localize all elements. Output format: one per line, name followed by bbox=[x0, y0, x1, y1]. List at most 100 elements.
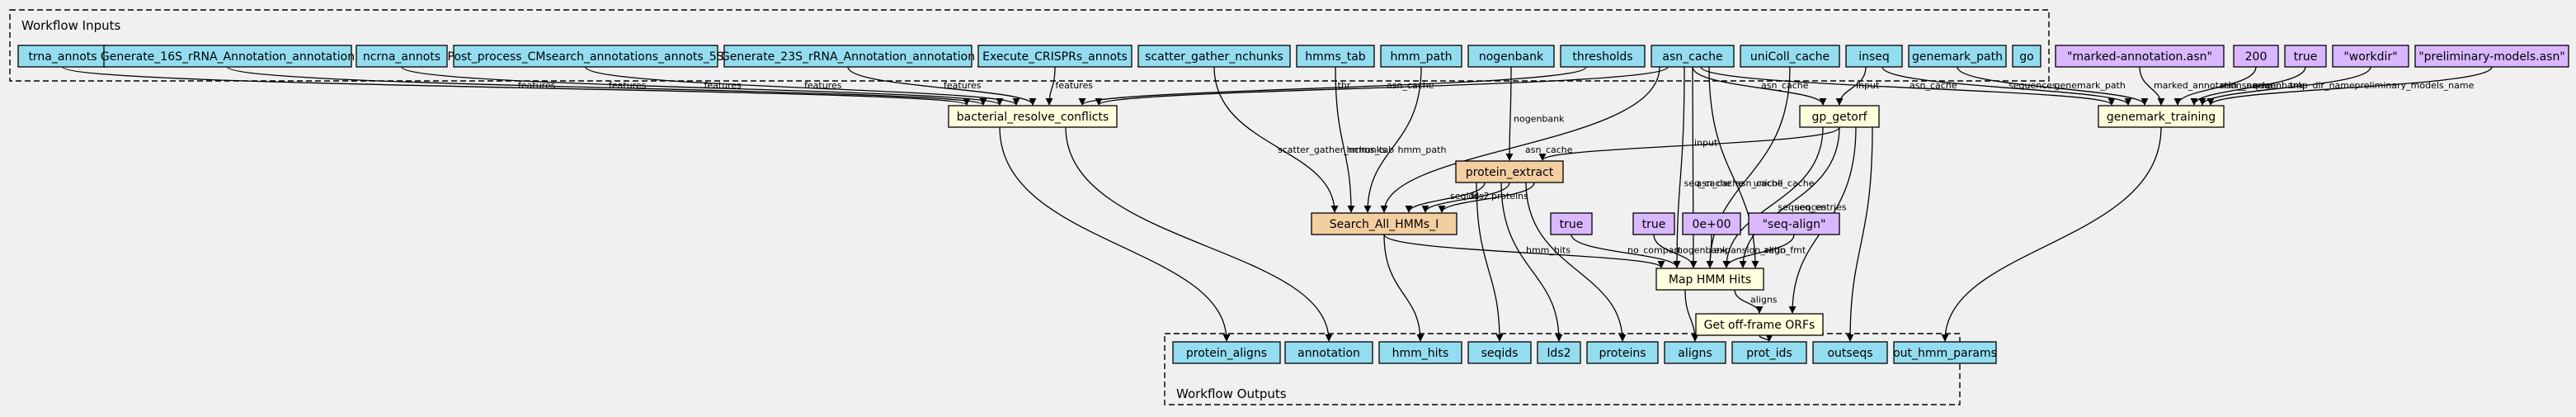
edge-label-input: input bbox=[1856, 80, 1880, 91]
node-out-aligns[interactable]: aligns bbox=[1664, 341, 1726, 364]
edge-asn_cache-to-search_hmms bbox=[1380, 66, 1660, 213]
node-out-lds2[interactable]: lds2 bbox=[1537, 341, 1581, 364]
edge-label-input: input bbox=[1694, 138, 1718, 149]
edge-gp_getorf-to-protein_extract bbox=[1538, 126, 1840, 161]
node-label: aligns bbox=[1678, 347, 1712, 360]
edge-label-sequences: sequences bbox=[2009, 80, 2057, 91]
node-protein-extract[interactable]: protein_extract bbox=[1455, 160, 1564, 183]
node-out-outseqs[interactable]: outseqs bbox=[1812, 341, 1888, 364]
edge-genemark_training-to-out_out_hmm_params bbox=[1941, 126, 2162, 342]
node-unicoll-cache[interactable]: uniColl_cache bbox=[1740, 45, 1840, 68]
node-gen16s[interactable]: Generate_16S_rRNA_Annotation_annotation bbox=[101, 45, 355, 68]
edge-label-features: features bbox=[944, 80, 982, 91]
node-out-proteins[interactable]: proteins bbox=[1586, 341, 1659, 364]
node-box bbox=[2098, 105, 2225, 128]
edge-trna_annots-to-brc bbox=[62, 66, 971, 106]
node-label: ncrna_annots bbox=[363, 50, 440, 64]
edge-protein_extract-to-out_seqids bbox=[1476, 182, 1504, 342]
node-sg-nchunks[interactable]: scatter_gather_nchunks bbox=[1137, 45, 1291, 68]
node-trna-annots[interactable]: trna_annots bbox=[17, 45, 108, 68]
node-lit-true3[interactable]: true bbox=[1632, 212, 1675, 235]
workflow-outputs-cluster: Workflow Outputs bbox=[1164, 333, 1961, 405]
edge-asn_cache-to-gp_getorf bbox=[1692, 66, 1827, 106]
node-go[interactable]: go bbox=[2012, 45, 2041, 68]
node-lit-200[interactable]: 200 bbox=[2233, 45, 2279, 68]
edge-label-asn_cache: asn_cache bbox=[1525, 145, 1573, 155]
node-hmms-tab[interactable]: hmms_tab bbox=[1296, 45, 1375, 68]
node-box bbox=[1380, 45, 1462, 68]
node-label: proteins bbox=[1599, 347, 1646, 360]
edge-label-seqids: seqids bbox=[1450, 191, 1480, 201]
workflow-inputs-label: Workflow Inputs bbox=[21, 18, 120, 33]
edge-label-aligns: aligns bbox=[1750, 294, 1778, 305]
edge-map_hmm-to-offframe bbox=[1734, 289, 1764, 314]
edge-brc-to-out_annotation bbox=[1065, 126, 1333, 342]
edge-nogenbank-to-protein_extract bbox=[1505, 66, 1514, 161]
edge-asn_cache-to-map_hmm bbox=[1708, 66, 1759, 268]
node-out-seqids[interactable]: seqids bbox=[1467, 341, 1532, 364]
edge-label-asn_cache: asn_cache bbox=[1761, 80, 1809, 91]
node-crispr[interactable]: Execute_CRISPRs_annots bbox=[977, 45, 1133, 68]
edge-label-unicoll_cache: unicoll_cache bbox=[1754, 178, 1815, 188]
node-label: trna_annots bbox=[28, 50, 97, 64]
node-box bbox=[723, 45, 972, 68]
node-thresholds[interactable]: thresholds bbox=[1560, 45, 1646, 68]
edge-label-seq_entries: seq_entries bbox=[1795, 202, 1847, 213]
node-label: 0e+00 bbox=[1692, 218, 1731, 231]
edge-label-min_seq_len: min_seq_len bbox=[2220, 80, 2277, 91]
node-label: uniColl_cache bbox=[1750, 50, 1830, 64]
edge-label-asn_cache: asn_cache bbox=[1910, 80, 1957, 91]
node-box bbox=[2284, 45, 2327, 68]
node-asn-cache[interactable]: asn_cache bbox=[1651, 45, 1735, 68]
node-genemark-path[interactable]: genemark_path bbox=[1908, 45, 2007, 68]
node-gp-getorf[interactable]: gp_getorf bbox=[1799, 105, 1880, 128]
node-box bbox=[1586, 341, 1659, 364]
node-out-hmm-hits[interactable]: hmm_hits bbox=[1378, 341, 1462, 364]
edge-label-asn_cache: asn_cache bbox=[1387, 80, 1434, 91]
node-brc[interactable]: bacterial_resolve_conflicts bbox=[948, 105, 1118, 128]
edge-protein_extract-to-out_lds2 bbox=[1500, 182, 1563, 342]
edge-label-asn_cache: asn_cache bbox=[1697, 178, 1745, 188]
node-lit-true1[interactable]: true bbox=[2284, 45, 2327, 68]
edge-label-features: features bbox=[1056, 80, 1094, 91]
node-box bbox=[1748, 212, 1840, 235]
node-inseq[interactable]: inseq bbox=[1845, 45, 1903, 68]
node-lit-marked[interactable]: "marked-annotation.asn" bbox=[2055, 45, 2225, 68]
node-box bbox=[1651, 45, 1735, 68]
edge-genemark_path-to-genemark_training bbox=[1957, 66, 2149, 106]
edge-label-features: features bbox=[704, 80, 742, 91]
edge-unicoll_cache-to-map_hmm bbox=[1706, 66, 1791, 268]
node-label: go bbox=[2019, 50, 2033, 64]
node-map-hmm[interactable]: Map HMM Hits bbox=[1655, 268, 1764, 291]
node-search-hmms[interactable]: Search_All_HMMs_I bbox=[1311, 212, 1458, 235]
node-box bbox=[948, 105, 1118, 128]
edge-label-asn_cache: asn_cache bbox=[1735, 178, 1783, 188]
node-lit-prelim[interactable]: "preliminary-models.asn" bbox=[2414, 45, 2569, 68]
edge-label-nogenbank: nogenbank bbox=[1677, 245, 1728, 256]
node-lit-seqalign[interactable]: "seq-align" bbox=[1748, 212, 1840, 235]
node-ncrna-annots[interactable]: ncrna_annots bbox=[356, 45, 448, 68]
edge-label-proteins: proteins bbox=[1491, 191, 1528, 201]
node-lit-true2[interactable]: true bbox=[1550, 212, 1593, 235]
node-box bbox=[2414, 45, 2569, 68]
node-out-protein-aligns[interactable]: protein_aligns bbox=[1172, 341, 1281, 364]
edge-lit_seqalign-to-map_hmm bbox=[1722, 234, 1795, 268]
node-hmm-path[interactable]: hmm_path bbox=[1380, 45, 1462, 68]
edge-label-hmm_hits: hmm_hits bbox=[1526, 245, 1571, 256]
node-genemark-training[interactable]: genemark_training bbox=[2098, 105, 2225, 128]
node-offframe[interactable]: Get off-frame ORFs bbox=[1695, 313, 1824, 336]
node-label: Map HMM Hits bbox=[1669, 273, 1751, 287]
node-out-annotation[interactable]: annotation bbox=[1284, 341, 1373, 364]
node-lit-workdir[interactable]: "workdir" bbox=[2332, 45, 2409, 68]
node-out-prot-ids[interactable]: prot_ids bbox=[1731, 341, 1807, 364]
node-lit-zero[interactable]: 0e+00 bbox=[1682, 212, 1741, 235]
node-label: "seq-align" bbox=[1763, 218, 1826, 231]
edge-map_hmm-to-out_aligns bbox=[1684, 289, 1699, 342]
node-gen23s[interactable]: Generate_23S_rRNA_Annotation_annotation bbox=[721, 45, 975, 68]
edge-label-genemark_path: genemark_path bbox=[2055, 80, 2126, 91]
node-out-out-hmm-params[interactable]: out_hmm_params bbox=[1893, 341, 1997, 364]
node-post-cms[interactable]: Post_process_CMsearch_annotations_annots… bbox=[448, 45, 724, 68]
node-nogenbank[interactable]: nogenbank bbox=[1467, 45, 1555, 68]
